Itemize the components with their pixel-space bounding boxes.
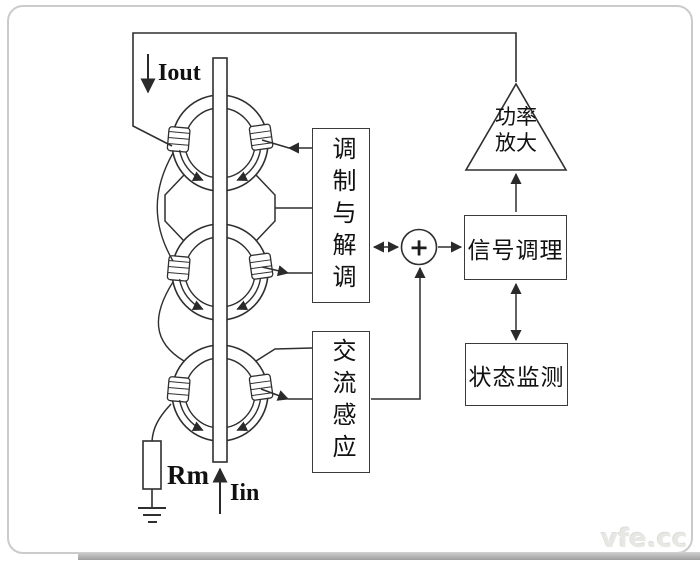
power-amp-triangle: [464, 82, 568, 171]
winding-link-core2-core3: [157, 281, 185, 362]
modulation-demodulation-box: 调制与解调: [312, 128, 370, 303]
ac-induction-box: 交流感应: [312, 331, 370, 473]
burden-resistor: [142, 440, 162, 490]
modulation-demodulation-label: 调制与解调: [328, 135, 354, 296]
iin-label: Iin: [230, 480, 260, 506]
mod-drive-wire: [261, 139, 290, 149]
signal-conditioning-label: 信号调理: [467, 237, 564, 263]
primary-conductor-bar: [212, 57, 228, 463]
ac-induction-label: 交流感应: [328, 338, 354, 466]
power-amp-label: 功率 放大: [466, 104, 566, 156]
feedback-wire: [132, 32, 517, 147]
signal-conditioning-box: 信号调理: [464, 215, 567, 280]
iout-label: Iout: [158, 60, 201, 86]
winding-link-core1-core2: [156, 152, 174, 262]
watermark: vfe.cc: [601, 524, 688, 554]
resistor-wire: [151, 403, 172, 442]
burden-resistor-label: Rm: [167, 460, 209, 490]
mod-sense-wire-arrow: [261, 265, 290, 277]
shield-collar-left: [164, 174, 185, 242]
ac-sense-wire-arrow: [260, 388, 290, 401]
bottom-gray-bar: [78, 552, 700, 560]
summing-plus: +: [409, 234, 429, 262]
shield-collar-right: [255, 174, 276, 242]
status-monitoring-box: 状态监测: [465, 343, 568, 406]
power-amp-label-line1: 功率: [495, 105, 537, 129]
status-monitoring-label: 状态监测: [468, 364, 565, 390]
ac-top-wire: [255, 347, 313, 362]
summing-junction: [400, 228, 438, 266]
ground-icon: [138, 507, 166, 523]
ac-to-sum-arrow: [371, 266, 426, 400]
power-amp-label-line2: 放大: [495, 131, 537, 155]
